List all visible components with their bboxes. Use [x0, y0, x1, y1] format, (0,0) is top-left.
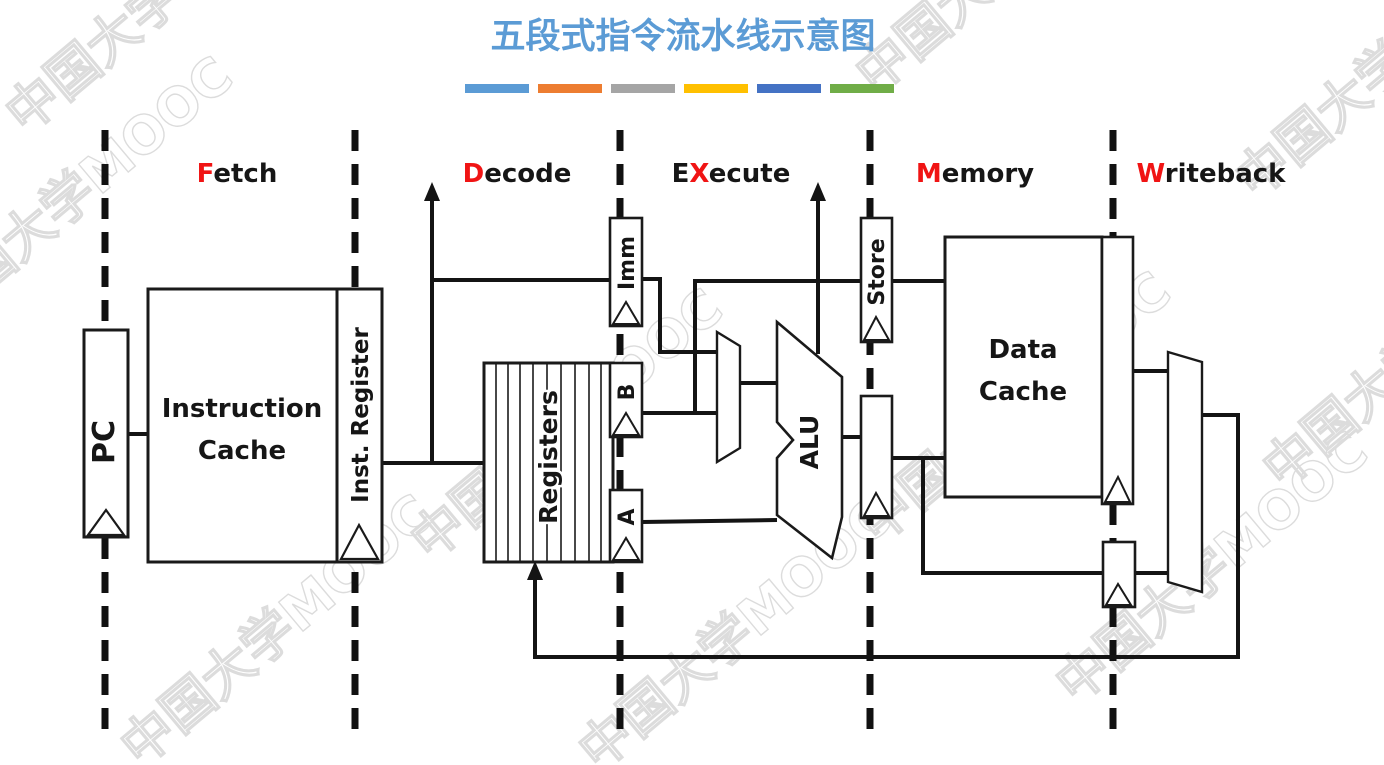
- accent-bar: [830, 84, 894, 93]
- wire-bypass: [921, 458, 1103, 575]
- bypass-clock-triangle: [1104, 582, 1133, 606]
- stage-labels: Fetch Decode EXecute Memory Writeback: [197, 159, 1287, 189]
- pc-register-box: [82, 328, 130, 539]
- wire-layer: [128, 196, 1240, 659]
- imm-clock-triangle: [611, 300, 641, 325]
- page-title: 五段式指令流水线示意图: [490, 16, 875, 57]
- b-label: B: [615, 384, 640, 401]
- inst-register-clock-triangle: [339, 522, 380, 561]
- arrowhead-execute-up: [810, 182, 826, 201]
- a-clock-triangle: [611, 536, 641, 561]
- dcache-out-register-box: [1100, 235, 1135, 506]
- wire-b-to-store: [693, 279, 861, 413]
- execute-mux: [715, 329, 742, 465]
- stage-label-decode: Decode: [463, 159, 572, 189]
- data-cache-box: [943, 235, 1104, 499]
- dcache-out-clock-triangle: [1103, 474, 1132, 503]
- store-clock-triangle: [862, 314, 891, 341]
- component-labels: PC Instruction Cache Inst. Register Regi…: [87, 236, 1067, 526]
- data-cache-label-line1: Data: [988, 335, 1057, 365]
- inst-register-label: Inst. Register: [348, 327, 374, 503]
- pc-label: PC: [87, 420, 122, 464]
- b-register-box: [608, 361, 644, 439]
- watermark-text: 中国大学MOOC: [845, 0, 1180, 105]
- imm-label: Imm: [615, 236, 640, 290]
- arrowhead-writeback: [527, 561, 543, 580]
- alu-shape: [775, 319, 844, 561]
- b-clock-triangle: [611, 411, 641, 436]
- component-layer: [82, 216, 1204, 609]
- writeback-mux: [1166, 350, 1204, 594]
- store-label: Store: [865, 238, 890, 305]
- stage-label-memory: Memory: [916, 159, 1034, 189]
- inst-register-box: [335, 287, 384, 564]
- arrowheads: [424, 182, 826, 580]
- accent-bar: [538, 84, 602, 93]
- wire-writeback-feedback: [533, 413, 1240, 659]
- wire-a-to-alu: [641, 518, 778, 524]
- registers-box: [482, 361, 615, 564]
- pc-clock-triangle: [85, 508, 127, 537]
- title-accent-bars: [465, 84, 894, 93]
- alu-label: ALU: [795, 415, 824, 470]
- accent-bar: [684, 84, 748, 93]
- instruction-cache-label-line1: Instruction: [162, 394, 323, 424]
- instruction-cache-label-line2: Cache: [198, 436, 286, 466]
- accent-bar: [611, 84, 675, 93]
- a-label: A: [615, 508, 640, 525]
- stage-label-execute: EXecute: [672, 159, 791, 189]
- wire-imm-to-mux: [642, 277, 717, 354]
- instruction-cache-box: [146, 287, 339, 564]
- alu-out-clock-triangle: [862, 490, 891, 517]
- registers-label: Registers: [534, 390, 563, 524]
- stage-label-writeback: Writeback: [1137, 159, 1287, 189]
- accent-bar: [757, 84, 821, 93]
- arrowhead-decode-up: [424, 182, 440, 201]
- stage-label-fetch: Fetch: [197, 159, 278, 189]
- registers-stripes: [495, 363, 602, 562]
- accent-bar: [465, 84, 529, 93]
- data-cache-label-line2: Cache: [979, 377, 1067, 407]
